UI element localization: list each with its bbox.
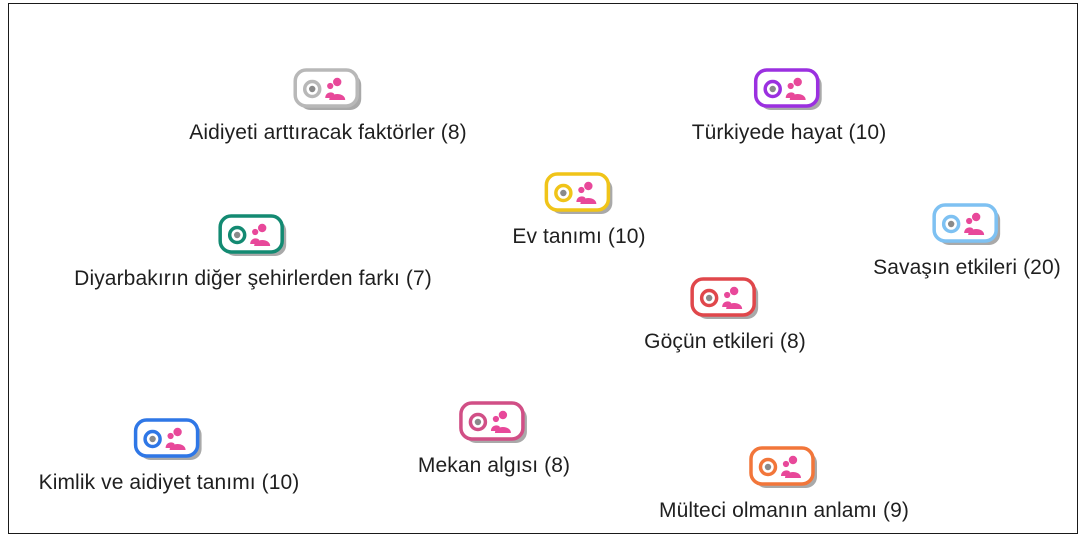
node-aidiyeti-arttiracak-faktorler[interactable]: Aidiyeti arttıracak faktörler (8): [189, 67, 467, 143]
node-turkiyede-hayat[interactable]: Türkiyede hayat (10): [692, 67, 887, 143]
tag-hole-center: [474, 418, 482, 426]
person-small-head: [577, 186, 585, 194]
person-small-head: [782, 460, 790, 468]
code-case-icon: [134, 418, 202, 460]
tag-hole-center: [233, 231, 241, 239]
node-diyarbakirin-farki[interactable]: Diyarbakırın diğer şehirlerden farkı (7): [74, 213, 432, 289]
person-head: [971, 212, 981, 222]
tag-hole-center: [559, 189, 567, 197]
person-small-head: [723, 291, 731, 299]
person-head: [173, 427, 183, 437]
person-head: [498, 410, 508, 420]
person-small-head: [251, 228, 259, 236]
tag-hole-center: [705, 294, 713, 302]
node-ev-tanimi[interactable]: Ev tanımı (10): [512, 171, 646, 248]
person-head: [788, 455, 798, 465]
node-savasin-etkileri[interactable]: Savaşın etkileri (20): [873, 202, 1061, 278]
node-label: Aidiyeti arttıracak faktörler (8): [189, 121, 467, 144]
diagram-frame: Aidiyeti arttıracak faktörler (8) Türkiy…: [8, 3, 1078, 534]
tag-hole: [468, 412, 488, 432]
tag-hole: [553, 183, 573, 203]
tag-hole-center: [308, 85, 316, 93]
node-label: Mekan algısı (8): [417, 454, 571, 477]
code-case-icon: [218, 214, 286, 256]
code-case-icon: [932, 203, 1000, 245]
code-case-icon: [754, 68, 822, 110]
person-small-body: [721, 301, 731, 307]
node-label: Göçün etkileri (8): [644, 330, 806, 353]
node-label: Türkiyede hayat (10): [691, 121, 887, 144]
node-label: Ev tanımı (10): [512, 225, 646, 248]
tag-hole-center: [947, 220, 955, 228]
person-small-body: [786, 92, 795, 98]
person-small-body: [165, 442, 175, 448]
person-small-body: [490, 425, 500, 431]
node-label: Kimlik ve aidiyet tanımı (10): [38, 471, 300, 494]
person-small-body: [576, 196, 585, 202]
tag-hole: [143, 429, 163, 449]
person-small-head: [965, 217, 973, 225]
tag-hole-center: [769, 85, 777, 93]
code-case-icon: [544, 172, 612, 214]
person-head: [729, 286, 739, 296]
person-small-head: [326, 82, 334, 90]
node-label: Mülteci olmanın anlamı (9): [658, 499, 910, 522]
person-small-body: [781, 470, 790, 476]
person-small-head: [787, 82, 795, 90]
person-small-body: [249, 238, 259, 244]
tag-hole-center: [764, 463, 772, 471]
person-head: [583, 181, 593, 191]
node-label: Diyarbakırın diğer şehirlerden farkı (7): [74, 267, 432, 290]
code-case-icon: [690, 277, 758, 319]
node-kimlik-ve-aidiyet-tanimi[interactable]: Kimlik ve aidiyet tanımı (10): [39, 417, 300, 493]
person-small-head: [167, 432, 175, 440]
person-small-head: [492, 415, 500, 423]
tag-hole: [227, 225, 247, 245]
node-multeci-olmanin-anlami[interactable]: Mülteci olmanın anlamı (9): [659, 445, 909, 521]
node-gocun-etkileri[interactable]: Göçün etkileri (8): [644, 276, 806, 352]
code-case-icon: [459, 401, 527, 443]
person-head: [332, 77, 342, 87]
person-head: [793, 77, 803, 87]
tag-hole: [302, 79, 322, 99]
node-mekan-algisi[interactable]: Mekan algısı (8): [418, 400, 570, 476]
code-case-icon: [293, 68, 361, 110]
tag-hole: [699, 288, 719, 308]
person-head: [257, 223, 267, 233]
node-label: Savaşın etkileri (20): [873, 256, 1061, 279]
tag-hole: [763, 79, 783, 99]
tag-hole-center: [149, 435, 157, 443]
code-case-icon: [749, 446, 817, 488]
person-small-body: [325, 92, 334, 98]
tag-hole: [941, 214, 961, 234]
tag-hole: [758, 457, 778, 477]
person-small-body: [964, 227, 973, 233]
